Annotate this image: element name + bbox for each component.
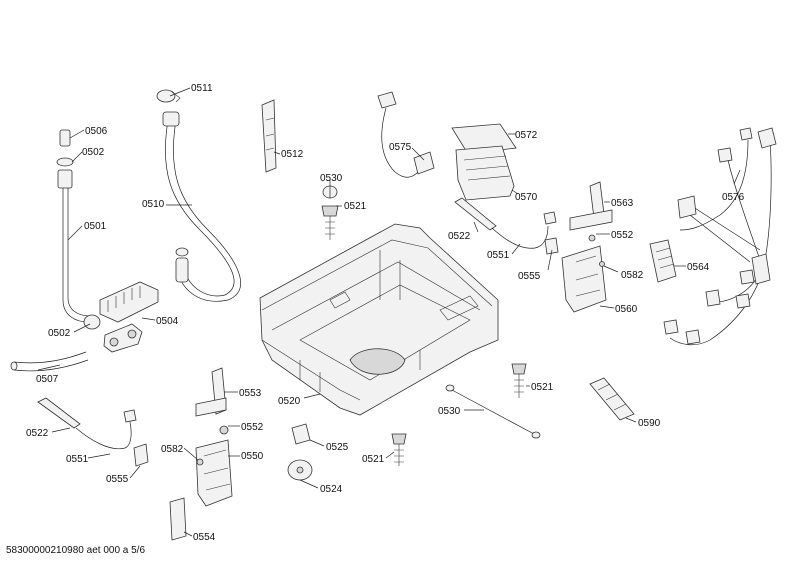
label-0563: 0563 bbox=[611, 198, 634, 209]
label-0582: 0582 bbox=[621, 270, 644, 281]
label-0550: 0550 bbox=[241, 451, 264, 462]
label-0553: 0553 bbox=[239, 388, 262, 399]
rail-part bbox=[589, 377, 635, 421]
sensor-wire-part bbox=[491, 211, 559, 255]
label-0552: 0552 bbox=[241, 422, 264, 433]
label-0521: 0521 bbox=[344, 201, 367, 212]
label-0524: 0524 bbox=[320, 484, 343, 495]
valve-block-part bbox=[83, 281, 159, 353]
label-0507: 0507 bbox=[36, 374, 59, 385]
label-0530: 0530 bbox=[320, 173, 343, 184]
label-0520: 0520 bbox=[278, 396, 301, 407]
label-0564: 0564 bbox=[687, 262, 710, 273]
short-hose-part bbox=[10, 351, 89, 372]
heater-rod-left-part bbox=[37, 397, 81, 429]
label-0554: 0554 bbox=[193, 532, 216, 543]
terminal-block-part bbox=[649, 239, 677, 283]
label-0501: 0501 bbox=[84, 221, 107, 232]
door-hinge-left-part bbox=[169, 367, 233, 541]
screw-lower-part bbox=[391, 363, 527, 466]
label-0512: 0512 bbox=[281, 149, 304, 160]
label-0575: 0575 bbox=[389, 142, 412, 153]
label-0522: 0522 bbox=[26, 428, 49, 439]
label-0590: 0590 bbox=[638, 418, 661, 429]
wiring-harness-part bbox=[663, 127, 777, 346]
label-0551: 0551 bbox=[487, 250, 510, 261]
document-footer: 58300000210980 aet 000 a 5/6 bbox=[6, 545, 146, 556]
door-hinge-part bbox=[561, 181, 613, 313]
hose-clamp-part bbox=[156, 89, 181, 103]
leader-lines bbox=[37, 87, 741, 537]
label-0555: 0555 bbox=[518, 271, 541, 282]
base-tub-part bbox=[259, 223, 499, 416]
label-0510: 0510 bbox=[142, 199, 165, 210]
disc-part bbox=[287, 459, 313, 481]
rod-part bbox=[445, 384, 541, 439]
drain-hose-part bbox=[162, 111, 241, 302]
sensor-wire-left-part bbox=[75, 409, 149, 467]
label-0504: 0504 bbox=[156, 316, 179, 327]
heater-rod-part bbox=[454, 197, 497, 231]
bracket-0512-part bbox=[261, 99, 277, 173]
label-0555: 0555 bbox=[106, 474, 129, 485]
label-0576: 0576 bbox=[722, 192, 745, 203]
label-0572: 0572 bbox=[515, 130, 538, 141]
label-0560: 0560 bbox=[615, 304, 638, 315]
label-0570: 0570 bbox=[515, 192, 538, 203]
label-0511: 0511 bbox=[191, 83, 213, 94]
label-0525: 0525 bbox=[326, 442, 349, 453]
label-0502: 0502 bbox=[82, 147, 105, 158]
housing-cover-part bbox=[451, 123, 517, 201]
label-0530: 0530 bbox=[438, 406, 461, 417]
label-0582: 0582 bbox=[161, 444, 184, 455]
label-0502: 0502 bbox=[48, 328, 71, 339]
label-0552: 0552 bbox=[611, 230, 634, 241]
label-0522: 0522 bbox=[448, 231, 471, 242]
label-0506: 0506 bbox=[85, 126, 108, 137]
label-0521: 0521 bbox=[531, 382, 554, 393]
label-0551: 0551 bbox=[66, 454, 89, 465]
clip-part bbox=[291, 423, 311, 445]
label-0521: 0521 bbox=[362, 454, 385, 465]
power-cord-part bbox=[377, 91, 435, 178]
